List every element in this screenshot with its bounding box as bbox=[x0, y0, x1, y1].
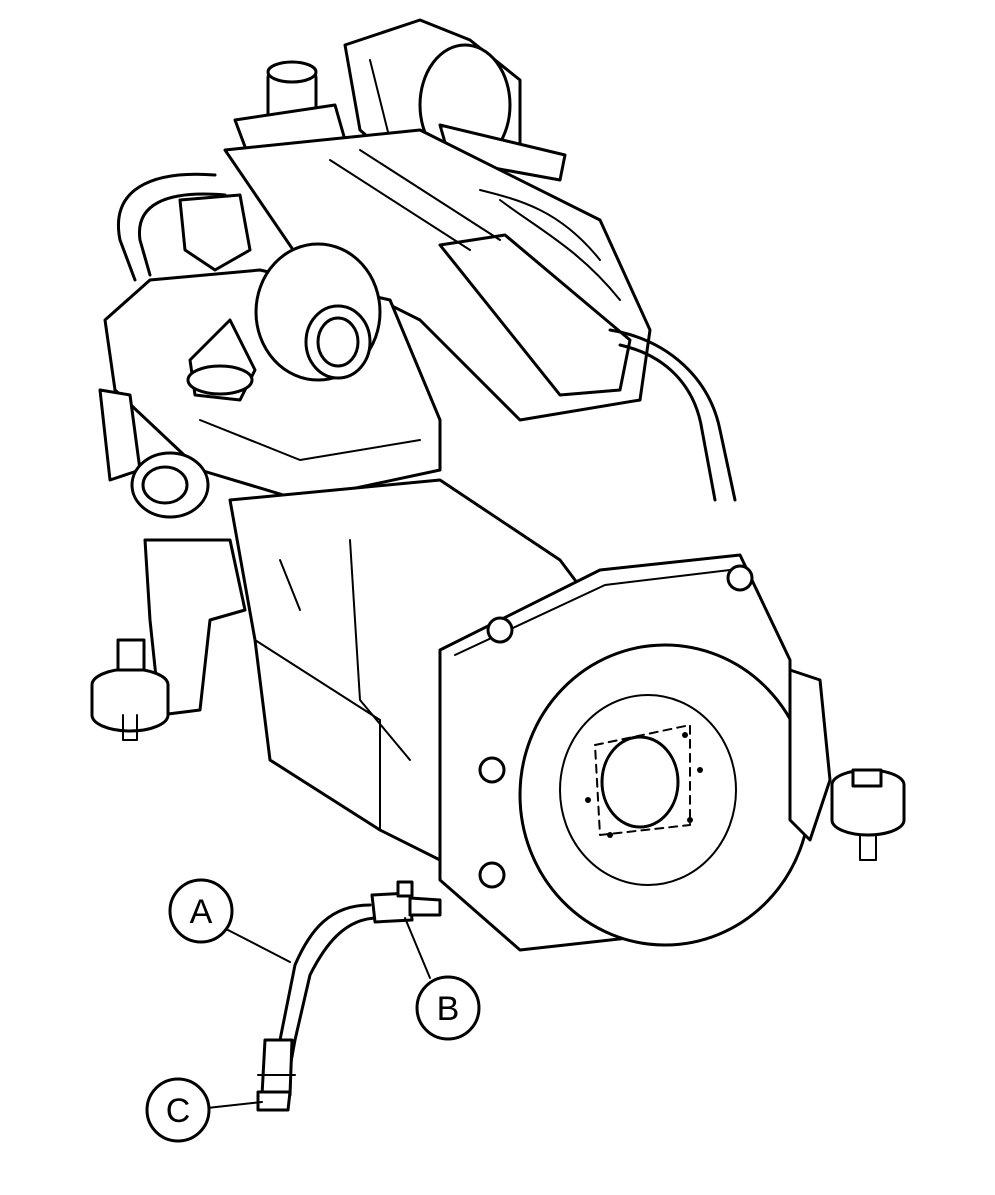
callout-c-label: C bbox=[166, 1092, 191, 1130]
callout-b-label: B bbox=[437, 990, 460, 1028]
callout-a: A bbox=[168, 878, 234, 944]
flywheel bbox=[518, 643, 812, 947]
left-engine-mount bbox=[90, 538, 247, 741]
thermostat-housing bbox=[233, 60, 347, 162]
right-engine-mount bbox=[788, 668, 906, 861]
coolant-pipe bbox=[117, 172, 227, 282]
callout-c: C bbox=[145, 1077, 211, 1143]
aftercooler-inlet bbox=[98, 388, 210, 519]
cylinder-head bbox=[223, 128, 652, 422]
coolant-return-pipe bbox=[608, 328, 737, 502]
callout-a-label: A bbox=[190, 893, 213, 931]
drain-hose bbox=[256, 903, 380, 1112]
drain-valve bbox=[370, 880, 442, 924]
leader-lines bbox=[206, 917, 431, 1109]
turbocharger bbox=[178, 193, 382, 402]
callout-b: B bbox=[415, 975, 481, 1041]
